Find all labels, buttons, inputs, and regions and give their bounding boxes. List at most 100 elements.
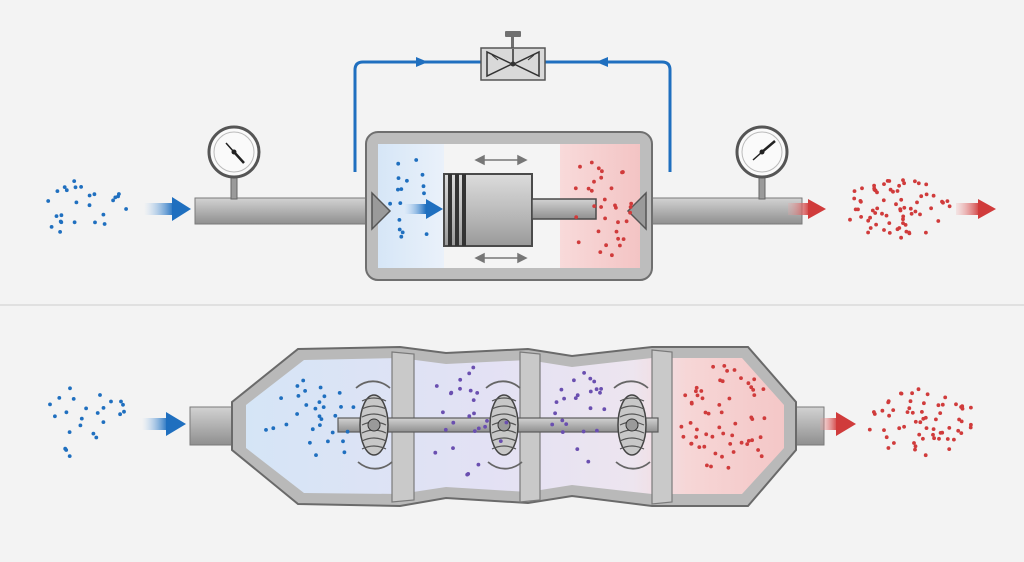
gas-particle (55, 189, 60, 194)
gas-particle (924, 426, 929, 430)
gas-particle (959, 431, 964, 435)
gas-particle (73, 185, 78, 190)
gas-particle (721, 431, 726, 436)
gas-particle (405, 178, 409, 183)
gas-particle (936, 219, 941, 223)
outlet-flow-arrow-icon (788, 199, 826, 219)
gas-particle (856, 207, 860, 212)
gas-particle (604, 243, 608, 248)
bypass-line (353, 57, 672, 172)
gas-particle (333, 413, 338, 418)
rotation-arrow-icon (615, 461, 651, 470)
cold-gas-particles (46, 179, 128, 234)
gas-particle (937, 436, 941, 441)
gas-particle (397, 218, 402, 222)
gas-particle (476, 426, 481, 431)
gas-particle (554, 400, 559, 404)
gas-particle (602, 197, 607, 202)
gas-particle (859, 215, 863, 219)
gas-particle (720, 454, 724, 459)
gas-particle (109, 399, 113, 404)
gas-particle (952, 437, 956, 442)
rotation-arrow-icon (613, 380, 649, 389)
gas-particle (866, 230, 870, 235)
gas-particle (337, 391, 342, 395)
gas-particle (553, 411, 557, 416)
gas-particle (916, 181, 921, 186)
rotation-arrow-icon (357, 461, 393, 470)
gas-particle (923, 415, 928, 420)
piston (443, 173, 597, 247)
gas-particle (317, 400, 322, 404)
gas-particle (111, 198, 115, 203)
gas-particle (895, 189, 900, 193)
gas-particle (79, 185, 83, 189)
gas-particle (959, 419, 964, 424)
gas-particle (399, 234, 404, 239)
gas-particle (897, 183, 901, 188)
gas-particle (728, 442, 733, 446)
gas-particle (905, 410, 910, 414)
gas-particle (913, 444, 918, 449)
gas-particle (910, 410, 915, 415)
gas-particle (485, 419, 489, 423)
gas-particle (504, 420, 509, 425)
gas-particle (752, 377, 757, 382)
gas-particle (74, 200, 79, 205)
gas-particle (934, 417, 938, 422)
gas-particle (91, 431, 96, 436)
gas-particle (345, 429, 350, 434)
gas-particle (599, 175, 604, 180)
hot-gas-particles (867, 387, 973, 458)
gas-particle (938, 431, 943, 435)
gas-particle (887, 231, 892, 235)
gas-particle (586, 459, 591, 464)
gas-particle (330, 430, 335, 435)
gas-particle (573, 186, 578, 191)
gas-particle (400, 230, 405, 235)
gas-particle (762, 416, 767, 421)
gas-particle (733, 421, 738, 426)
rotation-arrow-icon (355, 380, 391, 389)
gas-particle (117, 192, 121, 196)
gas-particle (694, 389, 698, 394)
gas-particle (880, 408, 885, 413)
gas-particle (602, 407, 607, 412)
valve-icon[interactable] (480, 31, 546, 81)
outlet-flow-arrow-icon (820, 412, 856, 436)
gas-particle (703, 410, 708, 415)
gas-particle (689, 441, 694, 446)
gas-particle (908, 399, 913, 404)
gas-particle (414, 158, 419, 162)
gas-particle (881, 198, 886, 203)
gas-particle (689, 401, 694, 406)
gas-particle (920, 410, 924, 414)
gas-particle (872, 186, 877, 191)
gas-particle (702, 444, 707, 449)
gas-particle (399, 187, 404, 192)
gas-particle (923, 453, 928, 458)
gas-particle (897, 426, 902, 431)
gas-particle (688, 421, 693, 425)
gas-particle (629, 201, 634, 206)
gas-particle (699, 389, 704, 393)
gas-particle (388, 201, 392, 206)
gas-particle (303, 389, 307, 393)
gas-particle (901, 221, 905, 226)
gas-particle (600, 169, 604, 174)
rotation-arrow-icon (487, 461, 523, 470)
pressure-gauge-icon (735, 125, 789, 200)
inlet-valve-icon (371, 191, 392, 231)
gas-particle (559, 387, 564, 392)
gas-particle (94, 435, 99, 440)
gas-particle (295, 412, 299, 416)
gas-particle (940, 199, 944, 204)
gas-particle (472, 429, 477, 433)
gas-particle (719, 410, 724, 415)
gas-particle (589, 160, 594, 165)
gas-particle (945, 199, 950, 204)
gas-particle (341, 439, 345, 444)
gas-particle (907, 406, 912, 411)
